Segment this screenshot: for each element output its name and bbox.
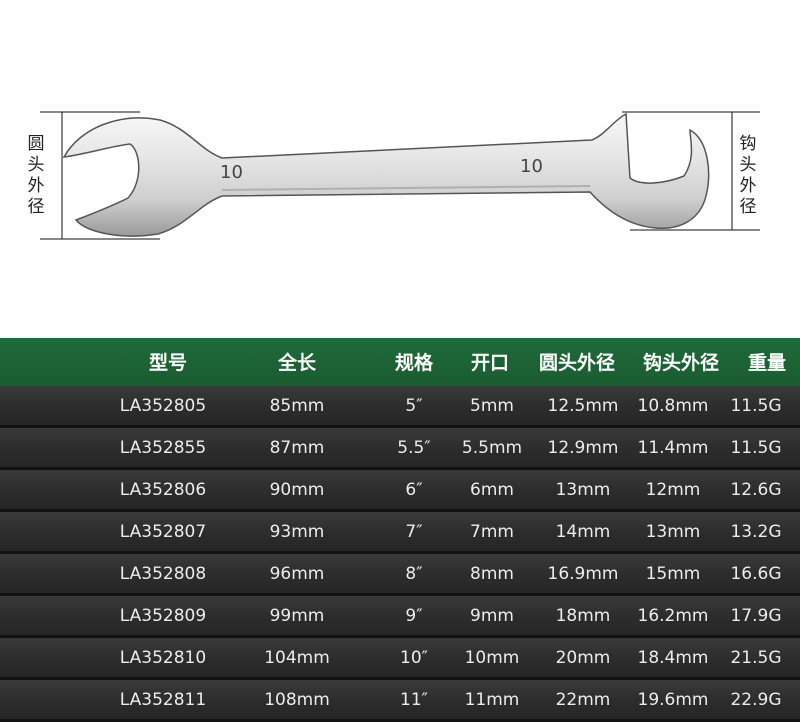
cell-round-head: 20mm — [555, 648, 611, 668]
cell-hook-head: 19.6mm — [637, 690, 709, 710]
cell-length: 104mm — [264, 648, 330, 668]
dim-char: 圆 — [27, 134, 45, 154]
cell-round-head: 12.5mm — [547, 396, 619, 416]
cell-model: LA352808 — [119, 564, 207, 584]
wrench-body — [62, 112, 710, 237]
cell-model: LA352811 — [119, 690, 207, 710]
header-length: 全长 — [277, 352, 317, 374]
round-head-diameter-label: 圆 头 外 径 — [26, 134, 46, 218]
cell-hook-head: 12mm — [645, 480, 701, 500]
cell-model: LA352805 — [119, 396, 207, 416]
cell-opening: 6mm — [470, 480, 514, 500]
dim-char: 径 — [739, 197, 757, 217]
cell-model: LA352806 — [119, 480, 207, 500]
table-row: LA352808 96mm 8″ 8mm 16.9mm 15mm 16.6G — [0, 554, 800, 596]
cell-spec: 8″ — [405, 564, 423, 584]
cell-length: 87mm — [269, 438, 325, 458]
cell-spec: 5.5″ — [397, 438, 431, 458]
cell-opening: 10mm — [464, 648, 520, 668]
cell-spec: 10″ — [400, 648, 428, 668]
table-row: LA352810 104mm 10″ 10mm 20mm 18.4mm 21.5G — [0, 638, 800, 680]
cell-opening: 11mm — [464, 690, 520, 710]
header-hook-head: 钩头外径 — [642, 352, 720, 374]
cell-opening: 8mm — [470, 564, 514, 584]
cell-hook-head: 15mm — [645, 564, 701, 584]
cell-weight: 16.6G — [730, 564, 782, 584]
table-header: 型号 全长 规格 开口 圆头外径 钩头外径 重量 — [0, 338, 800, 386]
cell-model: LA352810 — [119, 648, 207, 668]
dim-char: 头 — [27, 155, 45, 175]
cell-length: 90mm — [269, 480, 325, 500]
table-row: LA352805 85mm 5″ 5mm 12.5mm 10.8mm 11.5G — [0, 386, 800, 428]
cell-weight: 12.6G — [730, 480, 782, 500]
header-model: 型号 — [148, 352, 188, 374]
cell-weight: 21.5G — [730, 648, 782, 668]
dim-char: 头 — [739, 155, 757, 175]
wrench-illustration: 10 10 — [40, 111, 760, 240]
table-row: LA352807 93mm 7″ 7mm 14mm 13mm 13.2G — [0, 512, 800, 554]
product-photo-area: 10 10 圆 头 外 径 钩 头 外 径 — [0, 0, 800, 338]
cell-opening: 9mm — [470, 606, 514, 626]
cell-opening: 7mm — [470, 522, 514, 542]
wrench-mark-right: 10 — [520, 156, 543, 177]
cell-weight: 11.5G — [730, 396, 782, 416]
hook-head-diameter-label: 钩 头 外 径 — [738, 134, 758, 218]
cell-hook-head: 16.2mm — [637, 606, 709, 626]
cell-weight: 17.9G — [730, 606, 782, 626]
table-row: LA352855 87mm 5.5″ 5.5mm 12.9mm 11.4mm 11.5G — [0, 428, 800, 470]
cell-round-head: 14mm — [555, 522, 611, 542]
table-row: LA352809 99mm 9″ 9mm 18mm 16.2mm 17.9G — [0, 596, 800, 638]
cell-round-head: 12.9mm — [547, 438, 619, 458]
dim-char: 钩 — [739, 134, 757, 154]
cell-length: 85mm — [269, 396, 325, 416]
wrench-mark-left: 10 — [220, 162, 243, 183]
cell-opening: 5mm — [470, 396, 514, 416]
cell-length: 108mm — [264, 690, 330, 710]
cell-length: 96mm — [269, 564, 325, 584]
cell-spec: 9″ — [405, 606, 423, 626]
cell-model: LA352809 — [119, 606, 207, 626]
cell-spec: 7″ — [405, 522, 423, 542]
cell-round-head: 18mm — [555, 606, 611, 626]
spec-table: 型号 全长 规格 开口 圆头外径 钩头外径 重量 LA352805 85mm 5″ 5… — [0, 338, 800, 722]
table-row: LA352811 108mm 11″ 11mm 22mm 19.6mm 22.9G — [0, 680, 800, 722]
header-weight: 重量 — [747, 352, 787, 374]
cell-spec: 11″ — [400, 690, 428, 710]
dim-char: 外 — [739, 176, 757, 196]
cell-weight: 22.9G — [730, 690, 782, 710]
cell-hook-head: 18.4mm — [637, 648, 709, 668]
dim-char: 外 — [27, 176, 45, 196]
cell-opening: 5.5mm — [461, 438, 523, 458]
dimension-lines — [40, 111, 760, 240]
header-spec: 规格 — [394, 352, 434, 374]
cell-weight: 11.5G — [730, 438, 782, 458]
cell-length: 93mm — [269, 522, 325, 542]
cell-hook-head: 11.4mm — [637, 438, 709, 458]
cell-spec: 5″ — [405, 396, 423, 416]
cell-hook-head: 13mm — [645, 522, 701, 542]
cell-hook-head: 10.8mm — [637, 396, 709, 416]
cell-weight: 13.2G — [730, 522, 782, 542]
cell-model: LA352855 — [119, 438, 207, 458]
cell-spec: 6″ — [405, 480, 423, 500]
cell-round-head: 16.9mm — [547, 564, 619, 584]
cell-round-head: 22mm — [555, 690, 611, 710]
cell-round-head: 13mm — [555, 480, 611, 500]
table-row: LA352806 90mm 6″ 6mm 13mm 12mm 12.6G — [0, 470, 800, 512]
cell-model: LA352807 — [119, 522, 207, 542]
cell-length: 99mm — [269, 606, 325, 626]
header-round-head: 圆头外径 — [538, 352, 616, 374]
header-opening: 开口 — [470, 352, 510, 374]
dim-char: 径 — [27, 197, 45, 217]
